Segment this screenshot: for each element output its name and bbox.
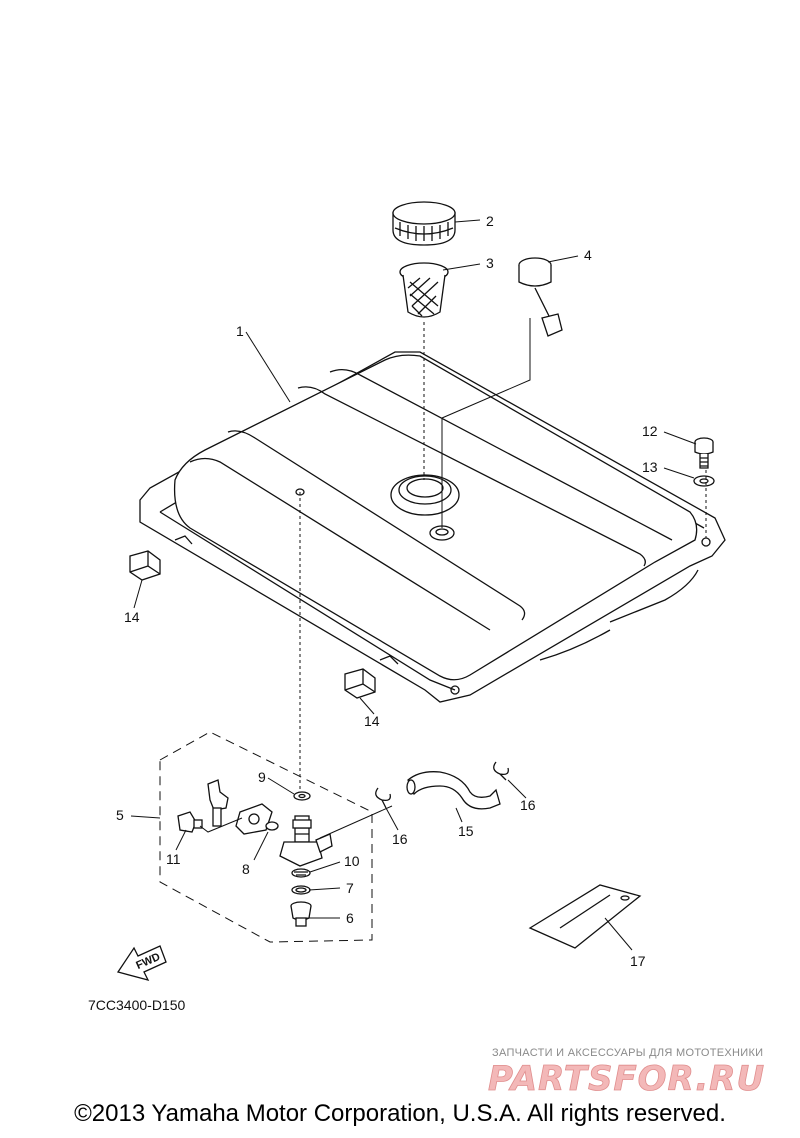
gasket-9: [293, 791, 311, 801]
hose-clip-right: [493, 761, 509, 781]
fuel-tank-exploded-diagram: 1 2 3 4 5 6 7 8 9 10 11 12 13 14 14 15 1…: [88, 201, 765, 1099]
o-ring-7: [291, 885, 311, 895]
fuel-cap: [392, 201, 456, 246]
assembly-line-hose: [319, 805, 393, 839]
callout-16-right: 16: [520, 797, 536, 813]
copyright-notice: ©2013 Yamaha Motor Corporation, U.S.A. A…: [74, 1100, 726, 1127]
hose-clip-left: [375, 787, 391, 809]
callout-7: 7: [346, 880, 354, 896]
callout-2: 2: [486, 213, 494, 229]
plate: [235, 803, 273, 835]
assembly-line-screw: [199, 817, 243, 833]
callout-13: 13: [642, 459, 658, 475]
assembly-line-gauge: [441, 318, 531, 528]
cup-6: [290, 901, 312, 927]
fuel-cock-assembly-outline: [159, 731, 373, 943]
callout-16-left: 16: [392, 831, 408, 847]
fuel-gauge: [518, 257, 563, 337]
washer: [693, 475, 715, 487]
fuel-tank: [139, 351, 726, 703]
screw-11: [177, 811, 203, 833]
label-sheet: [528, 884, 642, 949]
callout-8: 8: [242, 861, 250, 877]
callout-17: 17: [630, 953, 646, 969]
callout-5: 5: [116, 807, 124, 823]
fuel-cock: [279, 815, 333, 867]
watermark-logo: PARTSFOR.RU: [488, 1059, 765, 1099]
callout-9: 9: [258, 769, 266, 785]
bolt: [694, 437, 714, 469]
watermark-tagline: ЗАПЧАСТИ И АКСЕССУАРЫ ДЛЯ МОТОТЕХНИКИ: [492, 1047, 763, 1059]
callout-6: 6: [346, 910, 354, 926]
callout-10: 10: [344, 853, 360, 869]
damper-right: [344, 668, 376, 699]
callout-4: 4: [584, 247, 592, 263]
callout-11: 11: [166, 851, 181, 867]
lever: [207, 779, 229, 827]
callout-3: 3: [486, 255, 494, 271]
callout-12: 12: [642, 423, 658, 439]
callout-15: 15: [458, 823, 474, 839]
fuel-strainer: [399, 262, 449, 318]
drawing-code: 7CC3400-D150: [88, 997, 185, 1013]
strainer-10: [291, 868, 311, 878]
callout-1: 1: [236, 323, 244, 339]
callout-14-left: 14: [124, 609, 140, 625]
fwd-arrow-icon: FWD: [116, 945, 167, 981]
damper-left: [129, 550, 161, 581]
o-ring-8: [265, 821, 279, 831]
fuel-hose: [406, 771, 501, 810]
callout-14-right: 14: [364, 713, 380, 729]
